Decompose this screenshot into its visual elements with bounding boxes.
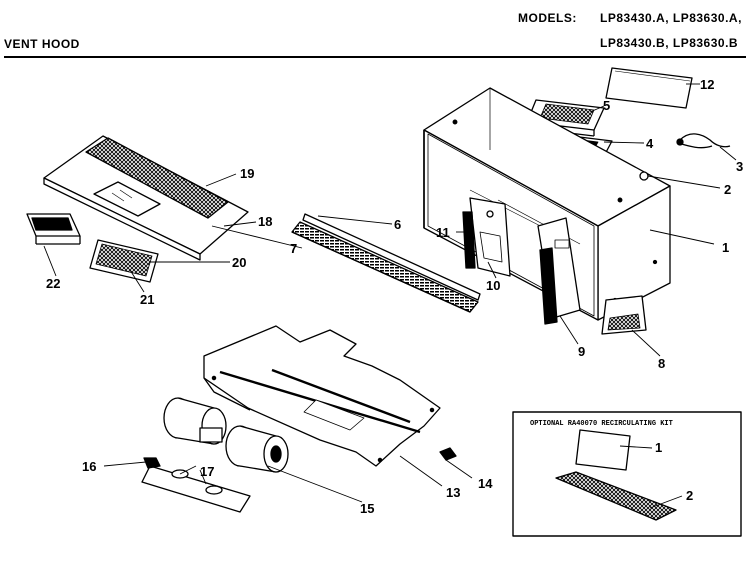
part-6-vent-strip (302, 213, 481, 301)
callout-5: 5 (603, 98, 610, 113)
callout-7: 7 (290, 241, 297, 256)
callout-20: 20 (232, 255, 246, 270)
callout-10: 10 (486, 278, 500, 293)
part-10-control-bracket (469, 197, 511, 277)
part-1-housing (423, 87, 671, 321)
part-17-bracket-strap (141, 465, 251, 513)
callout-22: 22 (46, 276, 60, 291)
part-16-clip (143, 457, 161, 469)
models-label: MODELS: (518, 11, 577, 25)
callout-17: 17 (200, 464, 214, 479)
light-lens-opening (93, 181, 161, 217)
kit-part-2-filter (555, 471, 677, 521)
part-7-grille-strip (291, 221, 479, 313)
part-15-blower-assembly (163, 397, 289, 473)
callout-3: 3 (736, 159, 743, 174)
part-9-side-panel (537, 217, 581, 325)
callout-6: 6 (394, 217, 401, 232)
callout-1: 1 (722, 240, 729, 255)
callout-4: 4 (646, 136, 654, 151)
callout-18: 18 (258, 214, 272, 229)
callout-8: 8 (658, 356, 665, 371)
callout-19: 19 (240, 166, 254, 181)
callout-16: 16 (82, 459, 96, 474)
leader-lines (43, 83, 737, 509)
callout-2: 2 (724, 182, 731, 197)
part-19-grease-filter (85, 137, 229, 219)
callout-11: 11 (436, 225, 450, 240)
models-line-2: LP83430.B, LP83630.B (600, 36, 739, 50)
part-18-bottom-pan (43, 135, 249, 261)
callout-13: 13 (446, 485, 460, 500)
header-rule (4, 56, 746, 58)
part-14-fastener (439, 447, 457, 461)
part-8-bracket (601, 295, 647, 335)
kit-title: OPTIONAL RA40070 RECIRCULATING KIT (530, 420, 673, 428)
kit-callout-2: 2 (686, 488, 693, 503)
part-12-panel (605, 67, 693, 109)
part-13-blower-plate (203, 325, 441, 467)
callout-15: 15 (360, 501, 374, 516)
callout-21: 21 (140, 292, 154, 307)
part-21-lens (95, 243, 153, 277)
kit-callout-1: 1 (655, 440, 662, 455)
callout-14: 14 (478, 476, 493, 491)
part-3-power-cord (676, 133, 731, 149)
kit-part-1-panel (575, 429, 631, 471)
callout-12: 12 (700, 77, 714, 92)
kit-box (512, 411, 742, 537)
part-22-socket (26, 213, 81, 245)
models-line-1: LP83430.A, LP83630.A, (600, 11, 742, 25)
callout-9: 9 (578, 344, 585, 359)
callout-labels: 1 2 3 4 5 6 7 8 9 10 11 12 13 14 15 16 1… (46, 77, 743, 516)
section-title: VENT HOOD (4, 37, 80, 51)
part-11-rod (462, 211, 476, 269)
